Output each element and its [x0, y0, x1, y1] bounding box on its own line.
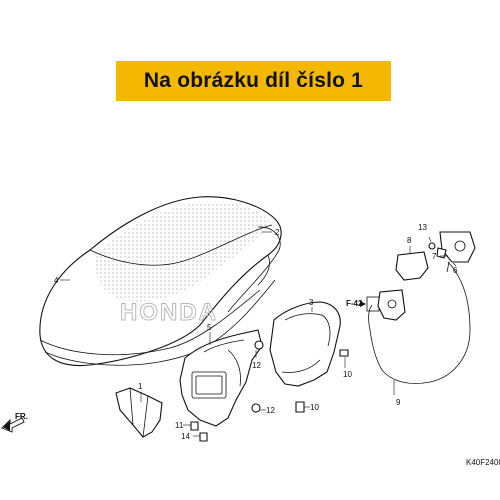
- callout-3: 3: [309, 298, 314, 307]
- cable-part-9: [368, 261, 471, 384]
- bolt-10a: [339, 349, 349, 357]
- bolt-12b: [251, 403, 261, 413]
- callout-5: 5: [207, 323, 212, 332]
- callout-14: 14: [181, 432, 190, 441]
- ref-fr: FR.: [15, 412, 28, 421]
- callout-10a: 10: [343, 370, 352, 379]
- title-banner: Na obrázku díl číslo 1: [116, 61, 391, 101]
- callout-8: 8: [407, 236, 412, 245]
- clip-part-7: [436, 247, 447, 259]
- ref-f42: F-42: [346, 299, 363, 308]
- callout-10b: 10: [310, 403, 319, 412]
- bolt-12a: [254, 340, 264, 350]
- bolt-14: [199, 432, 208, 442]
- bolt-10b: [295, 401, 305, 413]
- callout-7: 7: [432, 252, 437, 261]
- banner-title: Na obrázku díl číslo 1: [143, 69, 364, 92]
- callout-2: 2: [275, 228, 280, 237]
- latch-cover-part-8: [395, 251, 429, 281]
- cover-part-3: [269, 301, 341, 387]
- f42-arrow-icon: [360, 301, 366, 307]
- callout-1: 1: [138, 382, 143, 391]
- bolt-11: [190, 421, 199, 431]
- diagram-code: K40F2400: [466, 458, 500, 467]
- bracket-part-1: [115, 387, 163, 438]
- seat-part-4: [39, 196, 282, 367]
- cover-part-5: [179, 329, 263, 427]
- callout-12b: 12: [266, 406, 275, 415]
- callout-12a: 12: [252, 361, 261, 370]
- callout-9: 9: [396, 398, 401, 407]
- f42-ref-part: [366, 289, 406, 321]
- callout-6: 6: [453, 266, 458, 275]
- callout-13: 13: [418, 223, 427, 232]
- callouts: 1 2 3 4 5 6 7 8 9 10 10 11 12 12 13 14 F…: [15, 223, 500, 467]
- bolt-part-13: [428, 242, 436, 250]
- leader-lines: [60, 231, 457, 437]
- watermark-logo: HONDA: [120, 299, 218, 326]
- bolts: [190, 340, 349, 442]
- front-arrow-icon: [1, 417, 25, 433]
- callout-11: 11: [175, 421, 184, 430]
- callout-4: 4: [54, 276, 59, 285]
- seat-gasket-part-2: [227, 226, 281, 313]
